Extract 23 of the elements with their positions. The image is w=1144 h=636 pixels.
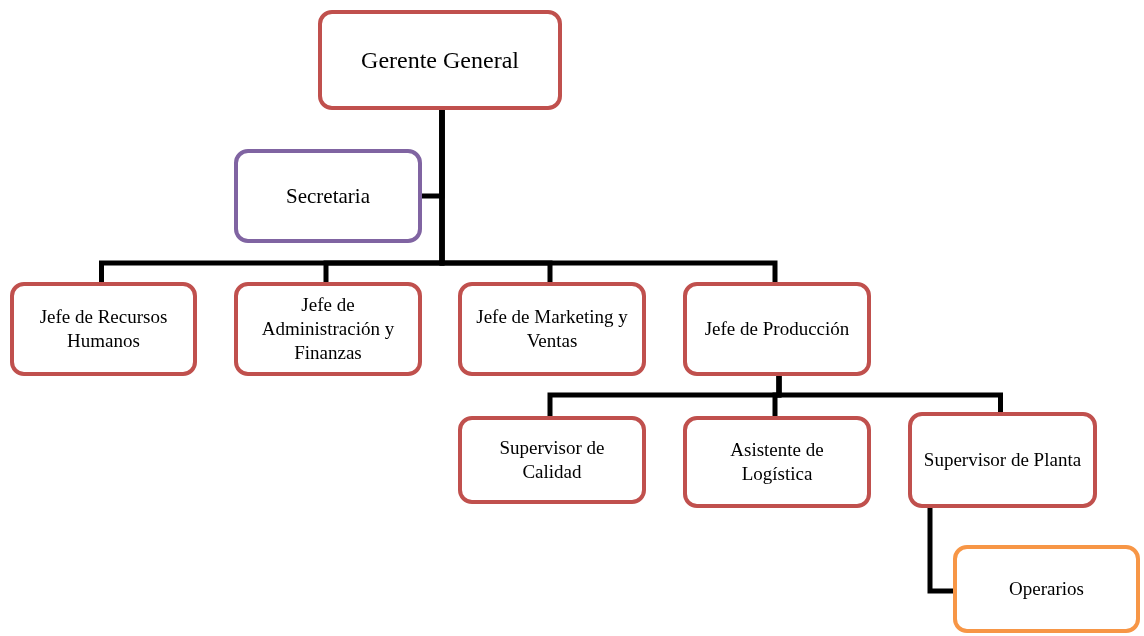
role-title: Jefe de Recursos Humanos: [38, 305, 169, 353]
org-box: [683, 282, 871, 376]
org-box: [234, 282, 422, 376]
org-box: [458, 416, 646, 504]
role-title: Operarios: [1009, 577, 1084, 601]
role-title: Gerente General: [361, 46, 519, 75]
org-box: [683, 416, 871, 508]
role-title: Supervisor de Calidad: [498, 436, 606, 484]
role-title: Asistente de Logística: [729, 438, 825, 486]
org-box: [318, 10, 562, 110]
connector-line: [776, 376, 1003, 412]
connector-line: [927, 508, 953, 594]
org-box: [234, 149, 422, 243]
role-title: Jefe de Administración y Finanzas: [260, 293, 396, 365]
role-title: Supervisor de Planta: [923, 448, 1082, 472]
org-box: [908, 412, 1097, 508]
role-title: Jefe de Marketing y Ventas: [475, 305, 629, 353]
role-title: Jefe de Producción: [704, 317, 850, 341]
org-box: [458, 282, 646, 376]
org-box: [953, 545, 1140, 633]
connector-line: [439, 110, 778, 282]
role-title: Secretaria: [286, 182, 370, 210]
org-box: [10, 282, 197, 376]
